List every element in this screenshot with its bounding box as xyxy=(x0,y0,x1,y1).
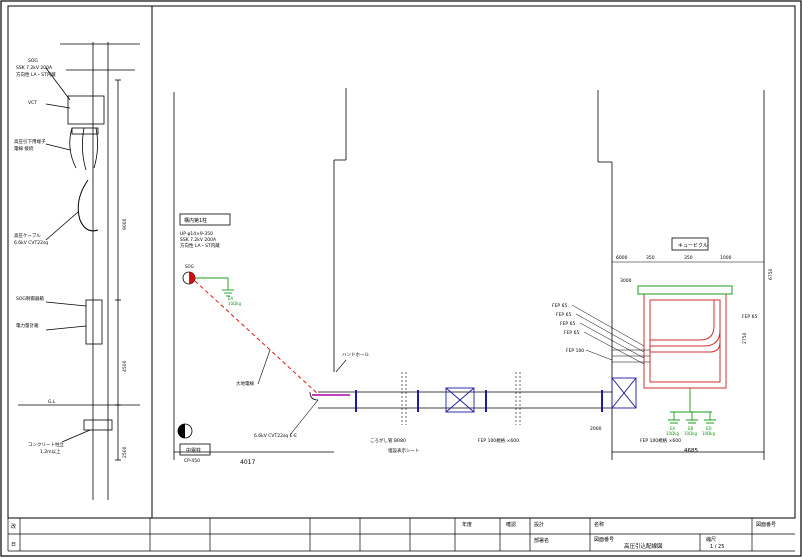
earth-left-label: EA xyxy=(228,296,234,301)
tb-company: 図面番号 xyxy=(594,536,614,543)
dim-1000: 1000 xyxy=(720,255,732,261)
dim-mid: 4500 xyxy=(122,360,128,372)
dim-left: 4017 xyxy=(240,459,255,466)
pipe-spec: 1.2m以上 xyxy=(40,448,61,455)
fep-label: FEP 65 xyxy=(556,312,571,318)
title-block xyxy=(7,518,795,552)
dim-6000: 6000 xyxy=(616,255,628,261)
tb-scale-value: 1 / 25 xyxy=(710,544,724,550)
fep-label: FEP 65 xyxy=(564,330,579,336)
pole-info-box xyxy=(179,213,231,226)
earth-value: 10Ωkg xyxy=(666,431,679,436)
utility-pole-spec: CP-450 xyxy=(184,458,200,464)
cable-spec: 6.6kV CVT22sq xyxy=(14,240,48,246)
earth-tag: ED xyxy=(706,426,712,431)
tb-name-label: 名称 xyxy=(594,521,604,528)
terminal-label-2: 電線 接続 xyxy=(14,145,34,152)
tb-scale-label: 縮尺 xyxy=(706,536,716,543)
utility-pole-box xyxy=(179,443,211,456)
dim-6750: 6750 xyxy=(768,268,774,280)
cubicle-earth-symbols xyxy=(668,388,716,424)
site-outline xyxy=(173,88,765,460)
conduit-run xyxy=(309,390,612,412)
overhead-label: 大地電線 xyxy=(236,380,254,387)
earth-left-value: 10Ωkg xyxy=(228,301,241,306)
handhole-label: ハンドホール xyxy=(342,352,369,358)
pole-box-spec1: UP φ14×9-350 xyxy=(180,231,213,237)
conduit-label-3: FEP 100規格 ×600 xyxy=(478,437,519,444)
utility-pole-label: 中電柱 xyxy=(186,447,201,454)
pole-elevation xyxy=(18,42,140,500)
pole-box-title: 構内第1柱 xyxy=(184,217,207,224)
earth-value: 10Ωkg xyxy=(702,431,715,436)
pole-box-spec2: SSK 7.2kV 200A xyxy=(180,237,217,243)
title-block-text: 改 日 年度 確認 設計 名称 部署名 図面番号 高圧引込配線図 縮尺 1 / … xyxy=(11,521,776,550)
tb-date: 日 xyxy=(11,542,16,548)
tb-check: 確認 xyxy=(506,521,516,528)
pole-box-spec3: 方向性 LA・ST内蔵 xyxy=(180,242,220,249)
earth-symbol-left xyxy=(195,277,234,297)
dim-350-b: 350 xyxy=(684,255,693,261)
conduit-label-1: ころがし管 BR80 xyxy=(370,437,406,444)
drawing-title: 高圧引込配線図 xyxy=(624,542,663,550)
gl-label: G.L xyxy=(48,399,56,405)
cubicle-earth-labels: EA 10Ωkg EB 10Ωkg ED 10Ωkg xyxy=(666,426,715,436)
tb-dept: 部署名 xyxy=(534,537,549,544)
right-dimensions: 6000 350 350 1000 3000 2750 6750 2000 46… xyxy=(590,255,774,454)
earth-value: 10Ωkg xyxy=(684,431,697,436)
sog-tag: SOG xyxy=(185,264,194,269)
cubicle-label: キュービクル xyxy=(678,242,708,249)
pipe-label: コンクリート柱立 xyxy=(28,441,64,448)
tb-rev: 改 xyxy=(11,523,16,530)
cubicle-plan xyxy=(612,285,733,389)
overhead-service-line xyxy=(194,280,319,395)
break-lines xyxy=(401,372,521,425)
vct-label: VCT xyxy=(28,100,37,106)
cable-ee-label: 6.6kV CVT22sq E-E xyxy=(254,433,297,439)
fep-label: FEP 65 xyxy=(560,321,575,327)
sog-spec: SSK 7.2kV 200A xyxy=(16,65,53,71)
dim-bottom: 2500 xyxy=(122,446,128,458)
tb-drawing-no-label: 図面番号 xyxy=(756,521,776,528)
handhole-boxes xyxy=(445,377,637,413)
dim-2750: 2750 xyxy=(742,332,748,344)
terminal-label: 高圧引下用端子 xyxy=(14,138,46,145)
fep-label: FEP 100 xyxy=(566,348,584,354)
pole-section-labels: SOG SSK 7.2kV 200A 方向性 LA・ST内蔵 VCT 高圧引下用… xyxy=(14,58,128,458)
dim-right: 4685 xyxy=(684,448,698,454)
dim-3000: 3000 xyxy=(620,278,632,284)
sog-box-label: SOG制御器箱 xyxy=(16,295,44,302)
inner-border xyxy=(7,5,796,519)
cable-label: 高圧ケーブル xyxy=(14,232,41,239)
arrester-label: 方向性 LA・ST内蔵 xyxy=(16,71,56,78)
conduit-label-4: FEP 100規格 ×600 xyxy=(640,437,681,444)
tb-year: 年度 xyxy=(462,521,472,528)
sog-label: SOG xyxy=(28,58,38,64)
earth-tag: EB xyxy=(688,426,694,431)
fep-label: FEP 65 xyxy=(552,303,567,309)
fep-label-right: FEP 65 xyxy=(742,314,757,320)
tb-designer: 設計 xyxy=(534,521,544,528)
fep-leaders xyxy=(571,304,645,365)
meter-label: 電力量計箱 xyxy=(16,322,39,329)
dim-top: 9000 xyxy=(122,218,128,230)
fep-labels: FEP 65 FEP 65 FEP 65 FEP 65 FEP 100 FEP … xyxy=(552,303,757,354)
dim-350-a: 350 xyxy=(646,255,655,261)
earth-tag: EA xyxy=(670,426,676,431)
conduit-label-2: 埋設表示シート xyxy=(388,447,420,454)
dim-2000: 2000 xyxy=(590,426,602,432)
cubicle-label-box xyxy=(671,237,709,251)
